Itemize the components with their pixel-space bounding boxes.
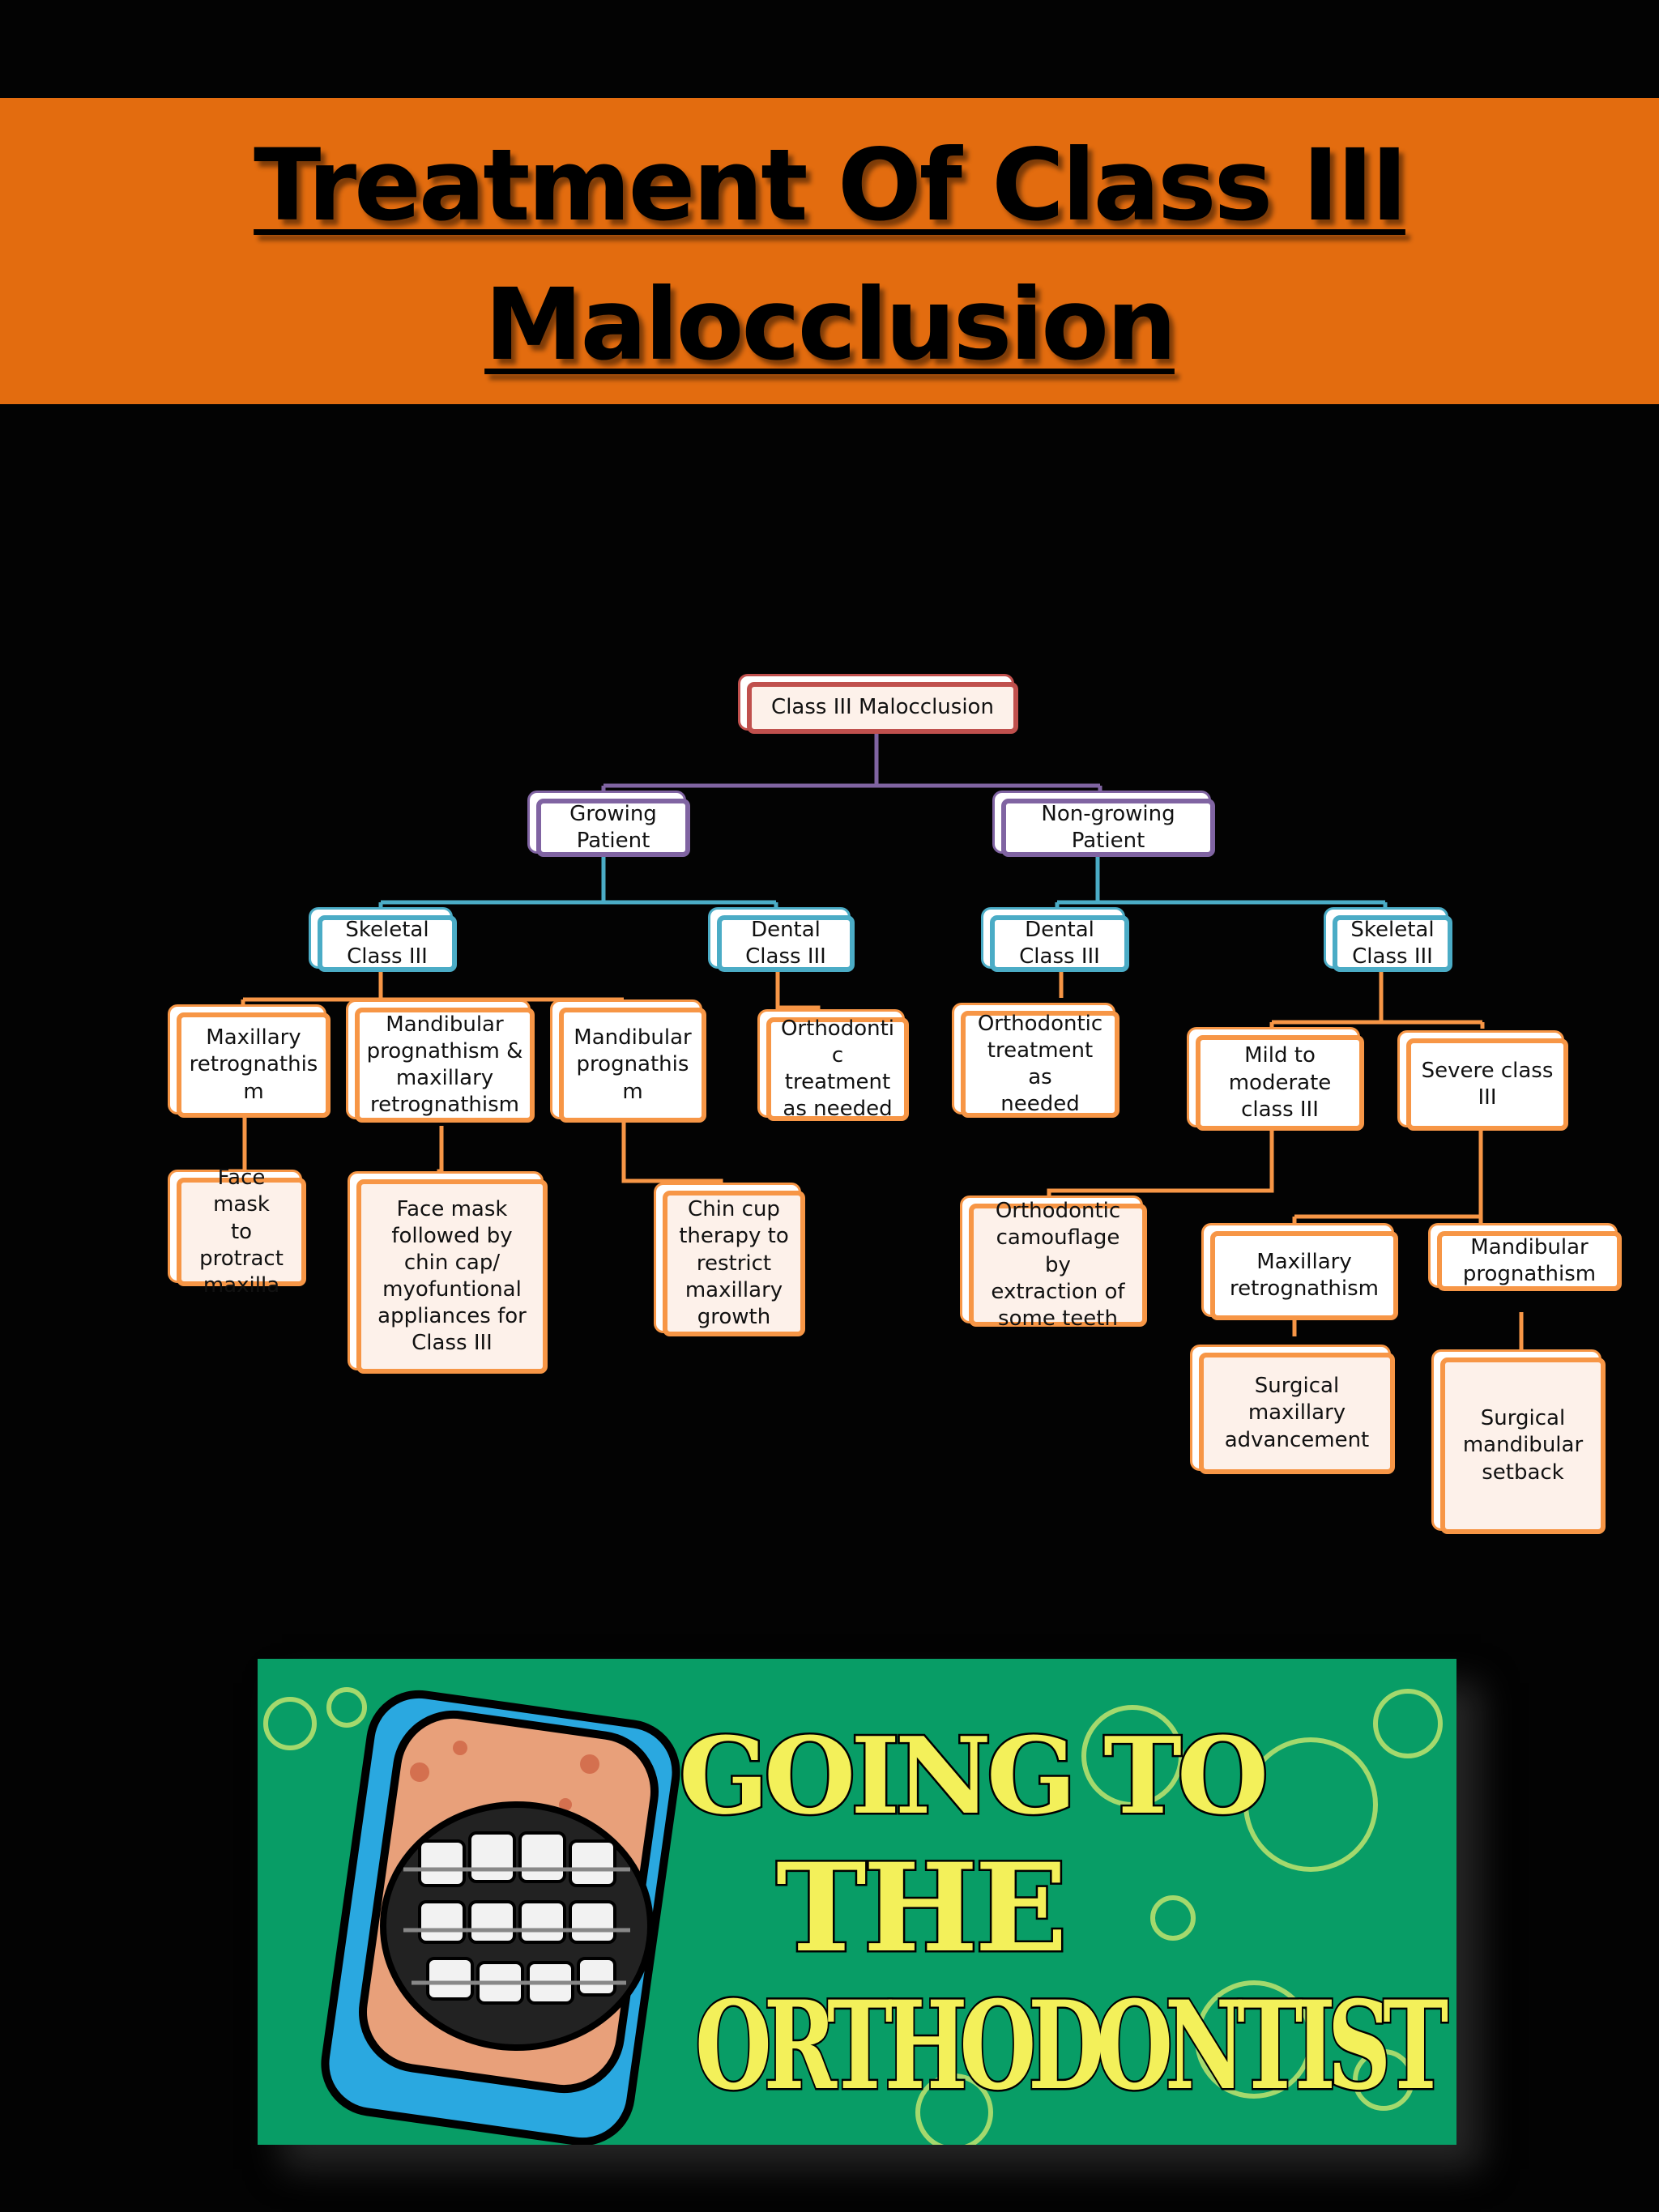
connector-root [601, 734, 1102, 802]
node-chin-cup: Chin cup therapy to restrict maxillary g… [663, 1191, 805, 1336]
bubble-decorations [263, 1687, 1443, 2145]
node-surgical-mandibular: Surgical mandibular setback [1440, 1357, 1606, 1534]
connector-growing [378, 857, 778, 915]
going-to-the-orthodontist-image: GOING TO THE ORTHODONTIST [258, 1659, 1456, 2145]
node-nongrowing-dental: Dental Class III [990, 915, 1129, 972]
node-mild-moderate: Mild to moderate class III [1196, 1035, 1364, 1131]
node-face-mask-chin-cap: Face mask followed by chin cap/ myofunti… [356, 1179, 548, 1374]
node-growing-dental-treatment: Orthodonti c treatment as needed [766, 1016, 909, 1121]
logo-text-line3: ORTHODONTIST [695, 1975, 1448, 2117]
page-title-line2: Malocclusion [484, 267, 1177, 382]
node-face-mask: Face mask to protract maxilla [177, 1166, 306, 1298]
orthodontist-illustration: GOING TO THE ORTHODONTIST [263, 1687, 1457, 2145]
logo-text-line1: GOING TO [679, 1714, 1265, 1838]
node-nongrowing-skeletal: Skeletal Class III [1333, 915, 1452, 972]
logo-text-line2: THE [776, 1837, 1064, 1980]
page-title-line1: Treatment Of Class III [254, 128, 1408, 243]
node-mand-prog-max-retro: Mandibular prognathism & maxillary retro… [355, 1008, 535, 1123]
node-severe-maxillary-retrognathism: Maxillary retrognathism [1210, 1231, 1398, 1320]
node-maxillary-retrognathism: Maxillary retrognathis m [177, 1012, 331, 1118]
title-banner [0, 98, 1659, 404]
node-growing-patient: Growing Patient [536, 799, 690, 857]
node-nongrowing-dental-treatment: Orthodontic treatment as needed [961, 1011, 1120, 1118]
connector-leaves [224, 970, 1524, 1351]
node-severe: Severe class III [1406, 1038, 1568, 1131]
connector-nongrowing [1055, 857, 1388, 915]
node-severe-mandibular-prognathism: Mandibular prognathism [1437, 1231, 1622, 1291]
node-mandibular-prognathism: Mandibular prognathis m [559, 1008, 706, 1123]
node-non-growing-patient: Non-growing Patient [1001, 799, 1215, 857]
logo-text: GOING TO THE ORTHODONTIST [677, 1712, 1457, 2120]
node-root: Class III Malocclusion [747, 682, 1018, 734]
node-surgical-maxillary: Surgical maxillary advancement [1199, 1353, 1395, 1474]
node-growing-skeletal: Skeletal Class III [318, 915, 457, 972]
node-growing-dental: Dental Class III [717, 915, 855, 972]
node-camouflage: Orthodontic camouflage by extraction of … [969, 1199, 1147, 1331]
braces-face-icon [321, 1690, 680, 2145]
